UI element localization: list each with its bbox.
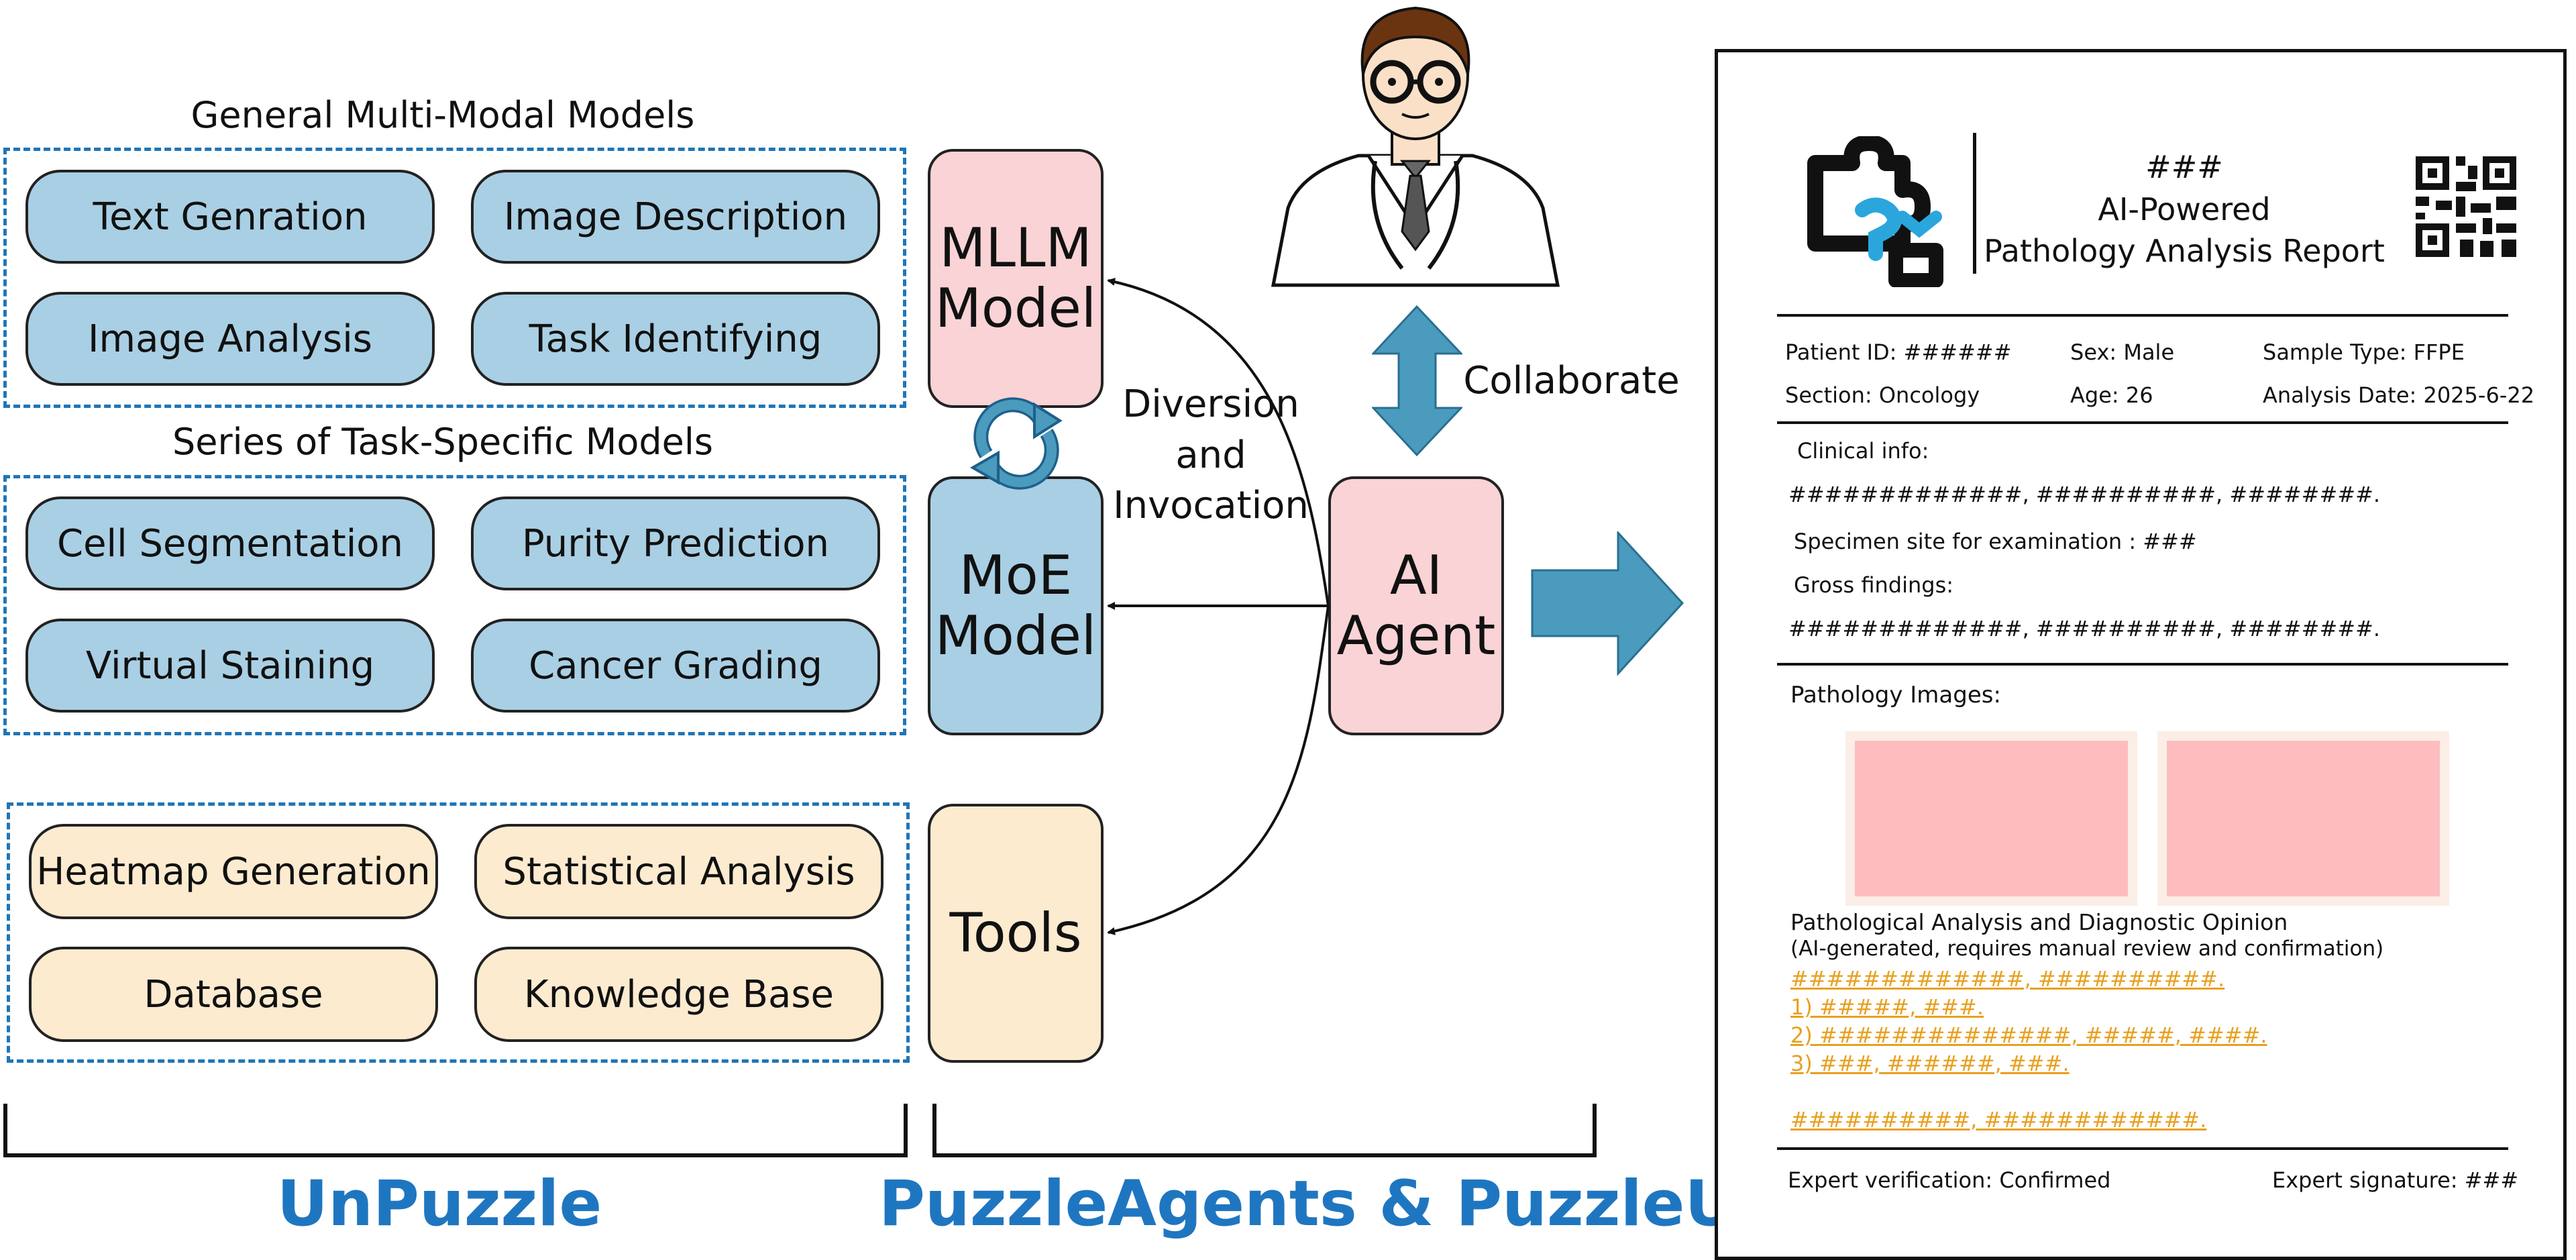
divider-4 [1777,1147,2508,1150]
sample-type: Sample Type: FFPE [2263,339,2465,365]
image-description-pill: Image Description [471,170,880,264]
arrow-to-tools [1107,605,1330,935]
gross-findings-label: Gross findings: [1794,572,1954,598]
diversion-line2: and [1175,433,1246,477]
report-title-line2: AI-Powered [2098,191,2271,227]
diversion-label: Diversion and Invocation [1097,379,1325,531]
tools-label: Tools [949,902,1082,965]
cancer-grading-pill: Cancer Grading [471,619,880,713]
collaborate-label: Collaborate [1463,359,1680,403]
section: Section: Oncology [1785,382,1980,408]
arrow-to-mllm [1107,278,1330,607]
analysis-date: Analysis Date: 2025-6-22 [2263,382,2535,408]
puzzleagents-bracket [932,1104,1597,1157]
ai-agent-box: AI Agent [1328,476,1504,735]
clinical-info-text: #############, ##########, ########. [1788,482,2381,507]
unpuzzle-brand: UnPuzzle [276,1167,602,1241]
divider-1 [1777,314,2508,317]
clinical-info-label: Clinical info: [1797,438,1929,464]
pathology-image-1 [1845,731,2137,906]
heatmap-generation-pill: Heatmap Generation [29,824,438,919]
moe-label-line1: MoE [959,544,1073,607]
ai-agent-line1: AI [1389,544,1443,607]
expert-verification: Expert verification: Confirmed [1788,1167,2111,1193]
double-arrow-icon [1372,305,1462,456]
analysis-line-5: ##########, ############. [1790,1107,2207,1133]
analysis-note: (AI-generated, requires manual review an… [1790,937,2384,961]
right-arrow-icon [1531,531,1684,676]
pathology-images-label: Pathology Images: [1790,682,2001,708]
analysis-line-3: 2) ##############, #####, ####. [1790,1022,2267,1048]
tools-group [7,802,910,1063]
divider-3 [1777,663,2508,666]
age: Age: 26 [2070,382,2153,408]
text-generation-pill: Text Genration [25,170,435,264]
sex: Sex: Male [2070,339,2175,365]
pathology-image-2 [2157,731,2449,906]
analysis-title: Pathological Analysis and Diagnostic Opi… [1790,909,2288,935]
gross-findings-text: #############, ##########, ########. [1788,616,2381,641]
virtual-staining-pill: Virtual Staining [25,619,435,713]
tools-box: Tools [928,804,1104,1063]
mllm-label-line2: Model [934,277,1097,339]
database-pill: Database [29,947,438,1042]
statistical-analysis-pill: Statistical Analysis [474,824,883,919]
analysis-line-4: 3) ###, ######, ###. [1790,1051,2070,1076]
general-models-group [3,148,906,408]
moe-model-box: MoE Model [928,476,1104,735]
task-identifying-pill: Task Identifying [471,292,880,386]
divider-2 [1777,421,2508,424]
general-models-title: General Multi-Modal Models [191,94,695,136]
cell-segmentation-pill: Cell Segmentation [25,496,435,590]
diversion-line3: Invocation [1113,484,1309,528]
pathology-report: ### AI-Powered Pathology Analysis Report… [1715,49,2567,1260]
ai-agent-line2: Agent [1336,605,1496,667]
analysis-line-2: 1) #####, ###. [1790,994,1984,1020]
moe-label-line2: Model [934,605,1097,667]
report-title: ### AI-Powered Pathology Analysis Report [1983,146,2385,272]
purity-prediction-pill: Purity Prediction [471,496,880,590]
task-specific-title: Series of Task-Specific Models [172,421,714,463]
qr-code-icon [2416,156,2516,257]
analysis-line-1: #############, ##########. [1790,966,2225,992]
header-divider [1973,133,1976,274]
mllm-model-box: MLLM Model [928,149,1104,408]
puzzle-logo-icon [1807,136,1943,287]
image-analysis-pill: Image Analysis [25,292,435,386]
task-specific-group [3,475,906,735]
specimen-site: Specimen site for examination : ### [1794,529,2197,554]
unpuzzle-bracket [3,1104,908,1157]
mllm-label-line1: MLLM [939,217,1092,280]
expert-signature: Expert signature: ### [2272,1167,2519,1193]
knowledge-base-pill: Knowledge Base [474,947,883,1042]
diversion-line1: Diversion [1122,382,1299,426]
report-title-line3: Pathology Analysis Report [1984,233,2385,270]
patient-id: Patient ID: ###### [1785,339,2012,365]
refresh-cycle-icon [970,397,1063,490]
puzzleagents-brand: PuzzleAgents & PuzzleUI [879,1167,1760,1241]
report-title-line1: ### [2145,149,2223,185]
doctor-icon [1271,6,1560,287]
